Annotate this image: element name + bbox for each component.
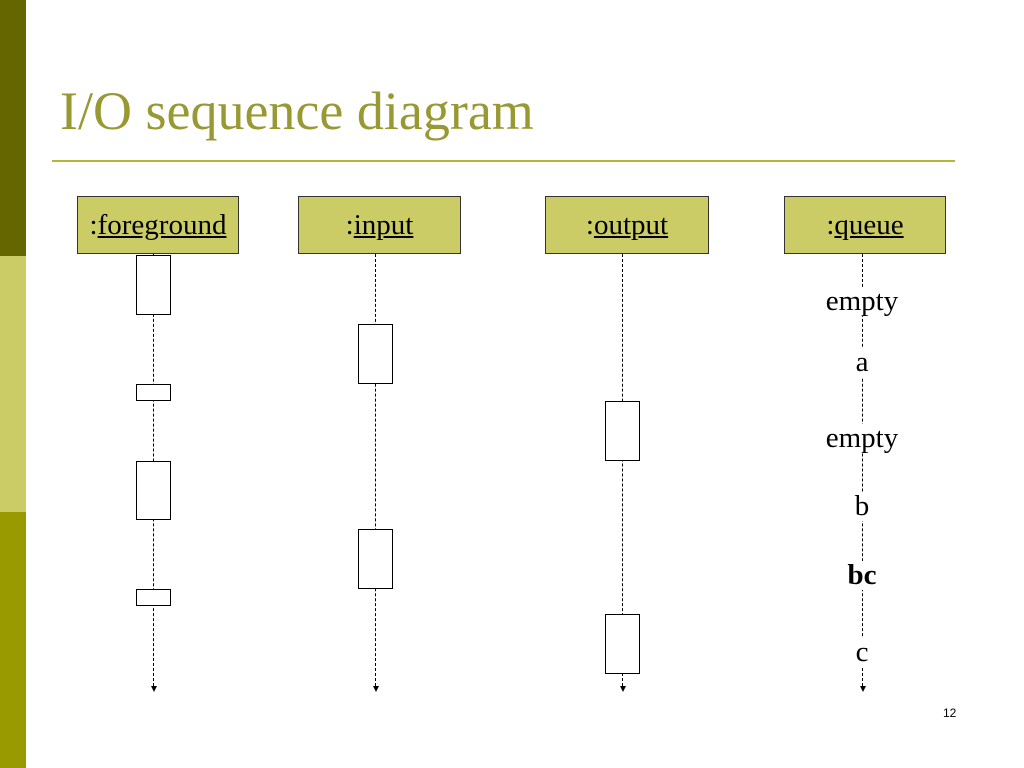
- lifeline-prefix: :: [89, 208, 98, 241]
- queue-state: c: [853, 636, 871, 668]
- foreground-activation: [136, 461, 171, 520]
- sidebar-band-bottom: [0, 512, 26, 768]
- title-divider: [52, 160, 955, 162]
- foreground-activation: [136, 589, 171, 606]
- lifeline-prefix: :: [345, 208, 354, 241]
- lifeline-foreground-arrow: [151, 686, 157, 692]
- sidebar-band-middle: [0, 256, 26, 512]
- queue-state: a: [853, 346, 871, 378]
- lifeline-output-header: :output: [545, 196, 709, 254]
- lifeline-input-header: :input: [298, 196, 461, 254]
- queue-state: bc: [845, 559, 879, 591]
- lifeline-foreground-header: :foreground: [77, 196, 239, 254]
- lifeline-name: foreground: [97, 208, 227, 241]
- lifeline-queue-arrow: [860, 686, 866, 692]
- lifeline-prefix: :: [826, 208, 835, 241]
- lifeline-name: input: [353, 208, 414, 241]
- output-activation: [605, 401, 640, 461]
- output-activation: [605, 614, 640, 674]
- lifeline-prefix: :: [585, 208, 594, 241]
- queue-state: empty: [823, 285, 901, 317]
- input-activation: [358, 529, 393, 589]
- lifeline-input-arrow: [373, 686, 379, 692]
- lifeline-queue-line: [862, 254, 863, 686]
- queue-state: empty: [823, 422, 901, 454]
- lifeline-queue-header: :queue: [784, 196, 946, 254]
- lifeline-output-arrow: [620, 686, 626, 692]
- sidebar-band-top: [0, 0, 26, 256]
- foreground-activation: [136, 384, 171, 401]
- lifeline-name: queue: [834, 208, 904, 241]
- lifeline-input-line: [375, 254, 376, 686]
- page-number: 12: [943, 706, 957, 720]
- lifeline-name: output: [593, 208, 669, 241]
- foreground-activation: [136, 255, 171, 315]
- lifeline-output-line: [622, 254, 623, 686]
- input-activation: [358, 324, 393, 384]
- queue-state: b: [852, 490, 872, 522]
- slide-title: I/O sequence diagram: [60, 81, 534, 141]
